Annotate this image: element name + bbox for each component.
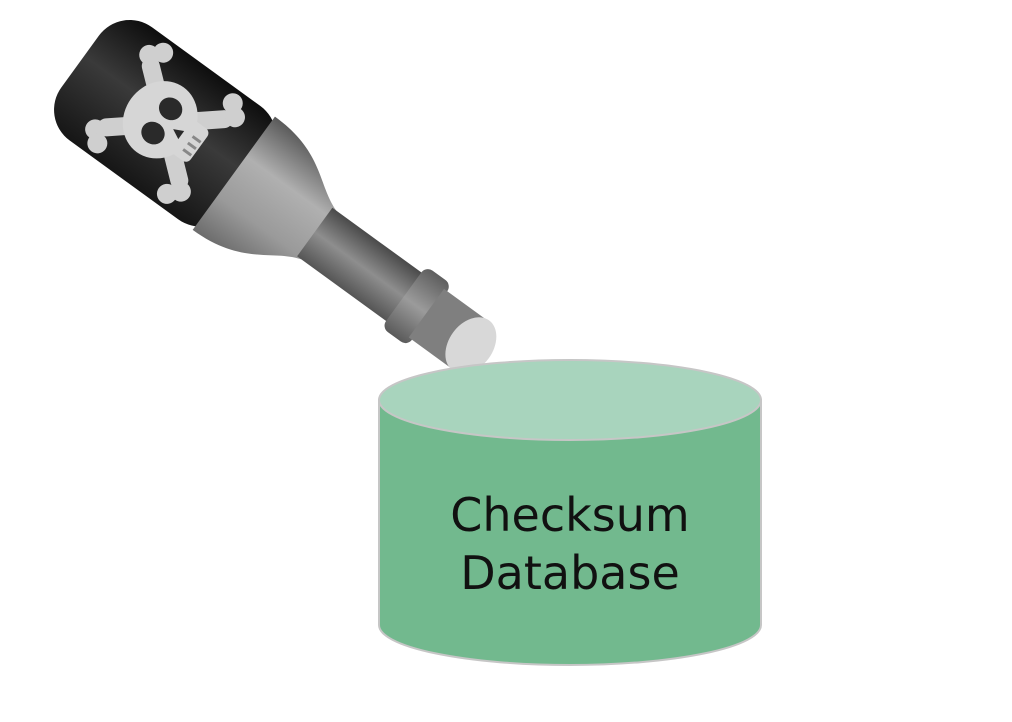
database-label-line1: Checksum bbox=[450, 488, 690, 542]
checksum-database bbox=[378, 359, 762, 666]
database-body bbox=[378, 399, 762, 666]
poison-bottle-icon bbox=[54, 20, 497, 374]
database-label-line2: Database bbox=[460, 546, 680, 600]
database-label: Checksum Database bbox=[379, 486, 761, 602]
bottle-shoulder bbox=[192, 116, 337, 260]
database-top bbox=[378, 359, 762, 441]
skull-and-crossbones-icon bbox=[85, 42, 245, 204]
bottle-cork-stem bbox=[408, 288, 489, 370]
bottle-ring bbox=[384, 269, 449, 344]
bottle-cork-top bbox=[445, 317, 497, 374]
bottle-neck bbox=[297, 207, 430, 327]
